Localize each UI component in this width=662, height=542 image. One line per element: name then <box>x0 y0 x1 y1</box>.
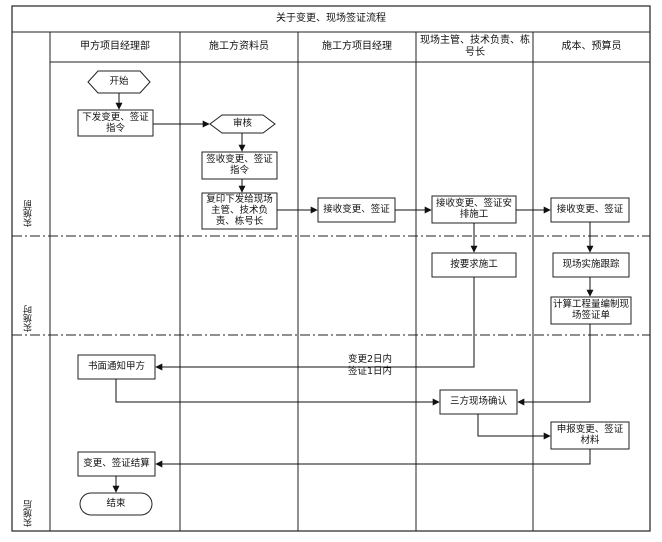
edge-notify-confirm <box>115 379 440 406</box>
node-pm-receive: 接收变更、签证 <box>323 204 390 215</box>
node-end-shape <box>79 492 153 516</box>
edge-construct-notify <box>155 277 475 371</box>
node-issue: 下发变更、签证指令 <box>82 112 149 134</box>
node-copy-box <box>201 192 278 230</box>
node-notify: 书面通知甲方 <box>87 361 145 372</box>
node-report-box <box>550 421 630 450</box>
lane-header-contractor-pm: 施工方项目经理 <box>322 41 392 52</box>
node-site-receive: 接收变更、签证安排施工 <box>435 198 512 220</box>
node-construct: 按要求施工 <box>450 259 498 270</box>
diagram-title: 关于变更、现场签证流程 <box>276 13 386 24</box>
node-cost-receive: 接收变更、签证 <box>556 204 624 215</box>
node-review: 审核 <box>232 118 252 129</box>
edge-calc-confirm <box>517 324 591 406</box>
lane-header-owner-pm: 甲方项目经理部 <box>80 41 150 52</box>
diagram-frame <box>11 5 651 532</box>
node-start: 开始 <box>109 76 129 87</box>
node-track: 现场实施跟踪 <box>562 259 620 270</box>
node-review-shape <box>209 114 276 134</box>
node-pm-receive-box <box>317 197 396 223</box>
node-sign-receive: 签收变更、签证指令 <box>206 154 273 176</box>
node-confirm-box <box>439 389 518 415</box>
node-notify-box <box>77 354 156 380</box>
node-issue-box <box>77 109 154 137</box>
node-end: 结束 <box>106 498 126 509</box>
node-copy: 复印下发给现场主管、技术负责、栋号长 <box>206 194 273 227</box>
lane-header-cost-estimator: 成本、预算员 <box>561 41 622 52</box>
node-calc-box <box>550 296 632 325</box>
node-confirm: 三方现场确认 <box>449 396 507 407</box>
edge-report-settle <box>155 449 591 468</box>
node-track-box <box>552 252 630 278</box>
lane-header-site-supervisor: 现场主管、技术负责、栋号长 <box>420 35 530 58</box>
phase-label-before: 实施前 <box>24 200 34 227</box>
node-report: 申报变更、签证材料 <box>556 424 624 446</box>
phase-label-after: 实施后 <box>24 500 34 527</box>
edge-confirm-report <box>477 414 551 440</box>
node-calc: 计算工程量编制现场签证单 <box>552 299 629 321</box>
phase-label-during: 实施时 <box>24 305 34 332</box>
node-sign-receive-box <box>201 151 278 180</box>
lane-header-documenter: 施工方资料员 <box>209 41 269 52</box>
node-settle: 变更、签证结算 <box>83 458 150 469</box>
node-start-shape <box>87 70 151 94</box>
edge-deadline-label: 变更2日内 签证1日内 <box>347 354 392 377</box>
